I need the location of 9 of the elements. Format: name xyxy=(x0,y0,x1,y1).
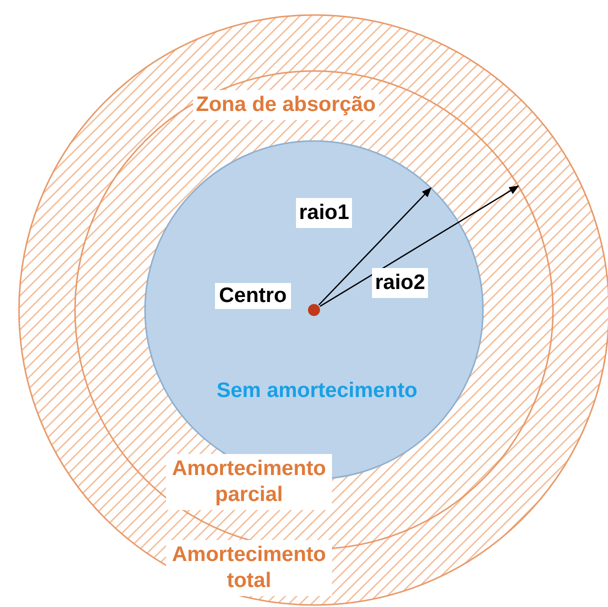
zone-label: Amortecimento parcial xyxy=(166,454,332,510)
edge-label: raio2 xyxy=(372,268,428,298)
zone-label: Sem amortecimento xyxy=(216,378,418,404)
zone-label: Amortecimento total xyxy=(166,540,332,596)
zone-label: Zona de absorção xyxy=(193,90,379,120)
radius-arrow xyxy=(320,185,520,307)
center-label: Centro xyxy=(215,283,291,309)
radius-arrow xyxy=(318,187,432,306)
edge-label: raio1 xyxy=(296,198,352,228)
